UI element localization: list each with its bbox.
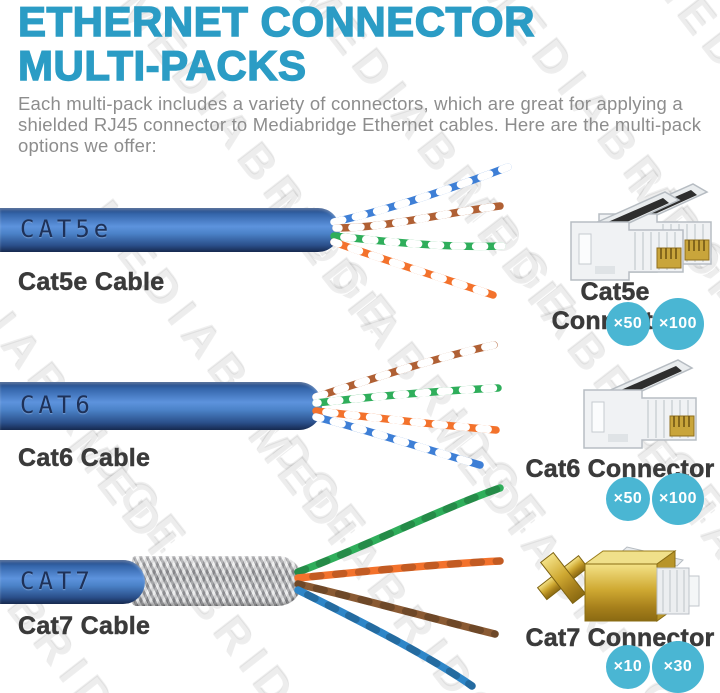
cat6-cable-label: Cat6 Cable (18, 444, 151, 473)
page-title: ETHERNET CONNECTOR MULTI-PACKS (17, 0, 535, 89)
cat5e-cable-photo: CAT5e (0, 208, 340, 252)
intro-line-3: options we offer: (18, 135, 157, 156)
cat6-cable-photo: CAT6 (0, 382, 322, 430)
cat5e-qty-badge-100: ×100 (652, 298, 704, 350)
cat7-strain-relief-bar (536, 551, 589, 605)
cat7-cable-label: Cat7 Cable (18, 612, 151, 641)
cat7-wire-pairs (294, 484, 504, 690)
cat5e-cable-label: Cat5e Cable (18, 268, 165, 297)
intro-line-1: Each multi-pack includes a variety of co… (18, 93, 683, 114)
cat6-qty-badge-50: ×50 (606, 477, 650, 521)
cat5e-cable-print: CAT5e (20, 214, 113, 243)
cat7-cable-photo: CAT7 (0, 560, 145, 604)
cat7-qty-badge-30: ×30 (652, 641, 704, 693)
cat7-shield-braid (132, 556, 302, 606)
cat5e-qty-badge-50: ×50 (606, 302, 650, 346)
intro-paragraph: Each multi-pack includes a variety of co… (18, 93, 701, 156)
cat6-wire-pairs (312, 341, 502, 469)
title-line-1: ETHERNET CONNECTOR (17, 0, 535, 45)
cat6-qty-badge-100: ×100 (652, 473, 704, 525)
cat5e-connector-photo (570, 183, 712, 281)
cat7-connector-photo (536, 546, 700, 622)
cat6-cable-print: CAT6 (20, 390, 94, 419)
intro-line-2: shielded RJ45 connector to Mediabridge E… (18, 114, 702, 135)
cat7-qty-badge-10: ×10 (606, 645, 650, 689)
cat5e-wire-pairs (330, 163, 512, 299)
cat6-connector-photo (583, 359, 697, 449)
cat7-cable-print: CAT7 (20, 566, 94, 595)
title-line-2: MULTI-PACKS (17, 42, 307, 89)
